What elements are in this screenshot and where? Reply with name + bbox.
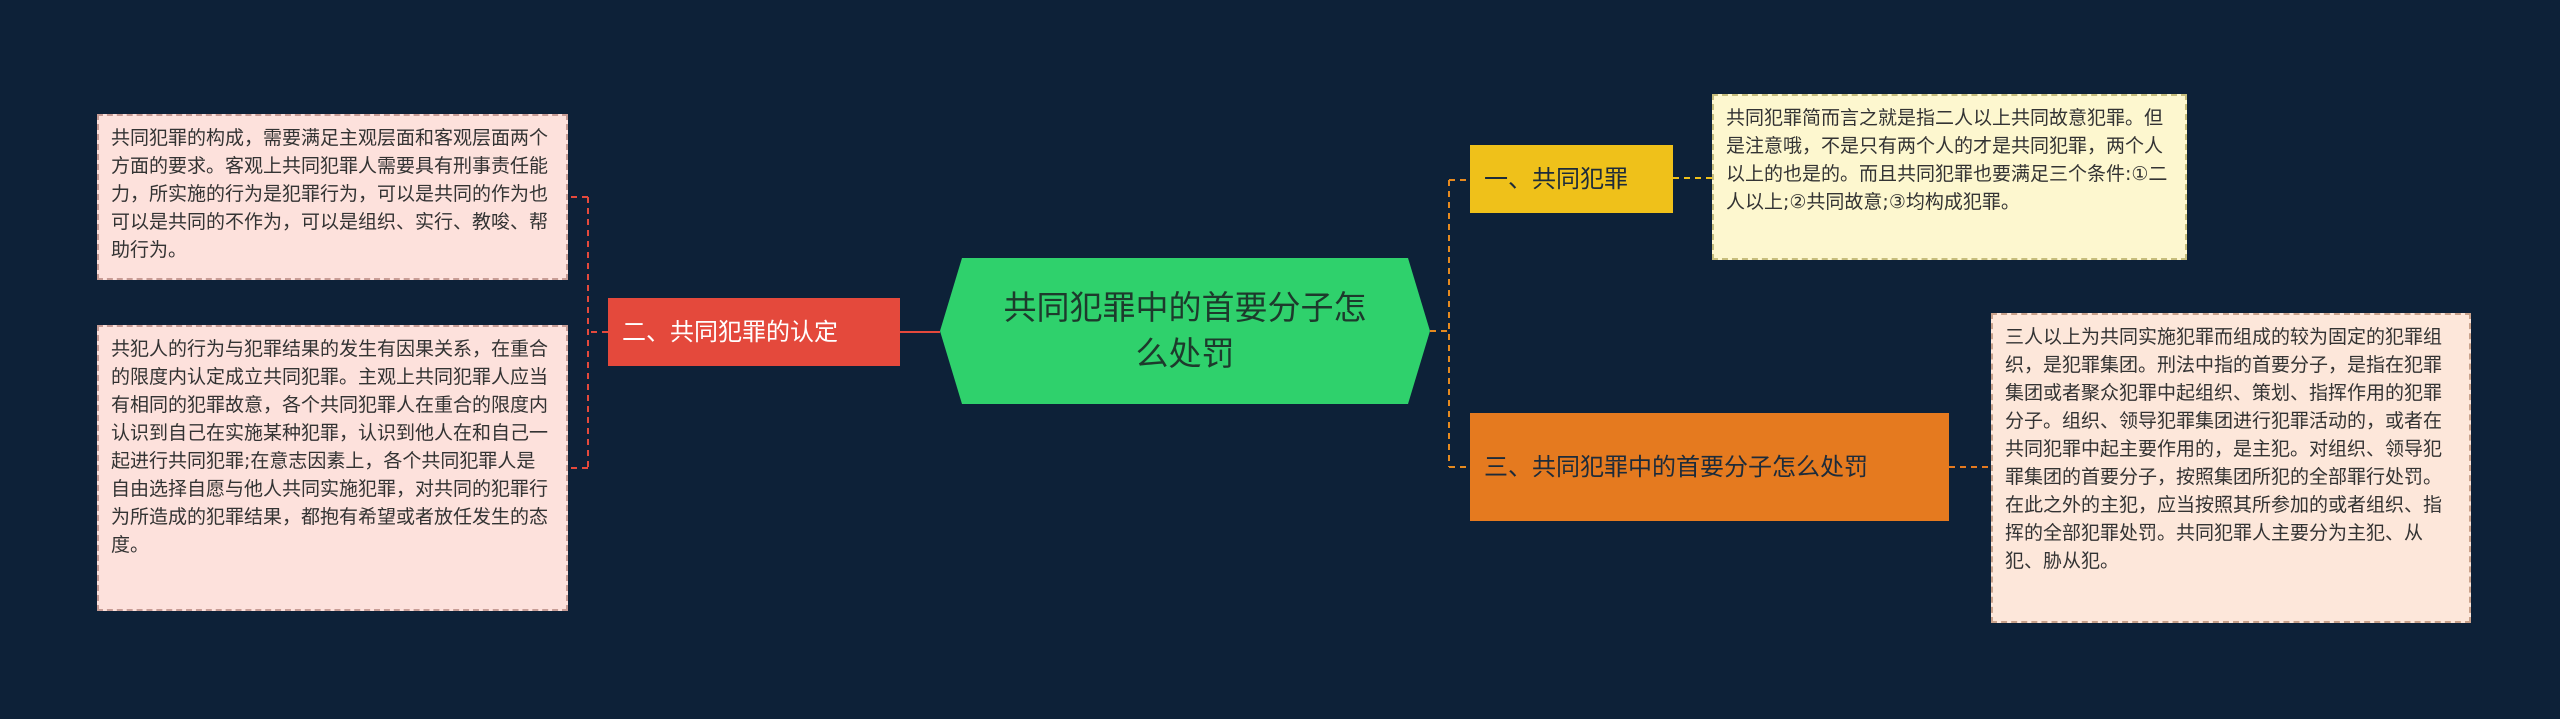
root-topic[interactable]: 共同犯罪中的首要分子怎么处罚 — [940, 258, 1430, 404]
detail-node-2a[interactable]: 共同犯罪的构成，需要满足主观层面和客观层面两个方面的要求。客观上共同犯罪人需要具… — [97, 114, 568, 280]
branch-label-2: 二、共同犯罪的认定 — [622, 318, 838, 346]
detail-node-3[interactable]: 三人以上为共同实施犯罪而组成的较为固定的犯罪组织，是犯罪集团。刑法中指的首要分子… — [1991, 313, 2471, 623]
detail-node-2b[interactable]: 共犯人的行为与犯罪结果的发生有因果关系，在重合的限度内认定成立共同犯罪。主观上共… — [97, 325, 568, 611]
detail-text-2b: 共犯人的行为与犯罪结果的发生有因果关系，在重合的限度内认定成立共同犯罪。主观上共… — [111, 338, 549, 556]
root-topic-label: 共同犯罪中的首要分子怎么处罚 — [1003, 288, 1367, 373]
detail-text-3: 三人以上为共同实施犯罪而组成的较为固定的犯罪组织，是犯罪集团。刑法中指的首要分子… — [2005, 326, 2443, 572]
branch-node-1[interactable]: 一、共同犯罪 — [1470, 145, 1673, 213]
connector-root-right — [1430, 179, 1470, 468]
detail-text-1: 共同犯罪简而言之就是指二人以上共同故意犯罪。但是注意哦，不是只有两个人的才是共同… — [1726, 107, 2168, 213]
connector-b2-details — [568, 196, 608, 469]
branch-label-3: 三、共同犯罪中的首要分子怎么处罚 — [1484, 453, 1868, 481]
detail-text-2a: 共同犯罪的构成，需要满足主观层面和客观层面两个方面的要求。客观上共同犯罪人需要具… — [111, 127, 549, 261]
branch-node-3[interactable]: 三、共同犯罪中的首要分子怎么处罚 — [1470, 413, 1949, 521]
branch-node-2[interactable]: 二、共同犯罪的认定 — [608, 298, 900, 366]
branch-label-1: 一、共同犯罪 — [1484, 165, 1628, 193]
detail-node-1[interactable]: 共同犯罪简而言之就是指二人以上共同故意犯罪。但是注意哦，不是只有两个人的才是共同… — [1712, 94, 2187, 260]
